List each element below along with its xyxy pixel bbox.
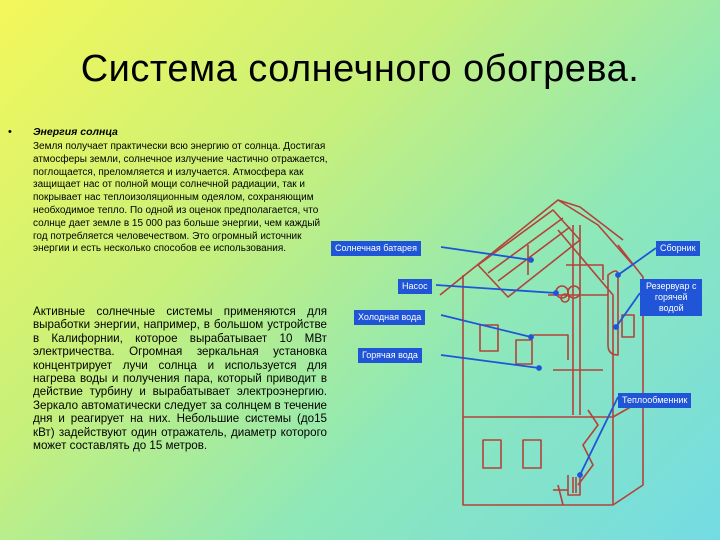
roof-back (557, 199, 624, 241)
pointer-hot-water (440, 354, 540, 369)
pointer-heat-exchanger (579, 396, 619, 476)
paragraph-active-systems: Активные солнечные системы применяются д… (33, 305, 327, 453)
house-front-wall (462, 275, 613, 506)
label-reservoir-line3: водой (658, 303, 684, 313)
paragraph-solar-energy: Земля получает практически всю энергию о… (33, 141, 328, 255)
label-reservoir-line1: Резервуар с (646, 281, 697, 291)
slide-title: Система солнечного обогрева. (80, 48, 640, 90)
pointer-collector (617, 247, 657, 276)
pointer-cold-water (440, 314, 532, 338)
pointer-solar-panel (440, 246, 532, 261)
roof-line (439, 199, 634, 296)
label-reservoir-line2: горячей (654, 292, 688, 302)
pointer-pump (435, 284, 557, 294)
label-reservoir: Резервуар с горячей водой (640, 279, 703, 316)
heat-exchanger-shape (567, 475, 581, 496)
label-collector: Сборник (656, 241, 700, 256)
pointer-reservoir (615, 292, 641, 328)
label-heat-exchanger: Теплообменник (618, 393, 692, 408)
house-side-wall (612, 244, 644, 506)
label-pump: Насос (398, 279, 432, 294)
bullet-mark: • (8, 126, 12, 138)
house-drawing (435, 199, 657, 506)
label-cold-water: Холодная вода (354, 310, 426, 325)
section-heading: Энергия солнца (33, 126, 118, 138)
solar-heating-diagram: Солнечная батарея Сборник Насос Резервуа… (318, 185, 718, 530)
label-solar-panel: Солнечная батарея (331, 241, 421, 256)
label-hot-water: Горячая вода (358, 348, 422, 363)
